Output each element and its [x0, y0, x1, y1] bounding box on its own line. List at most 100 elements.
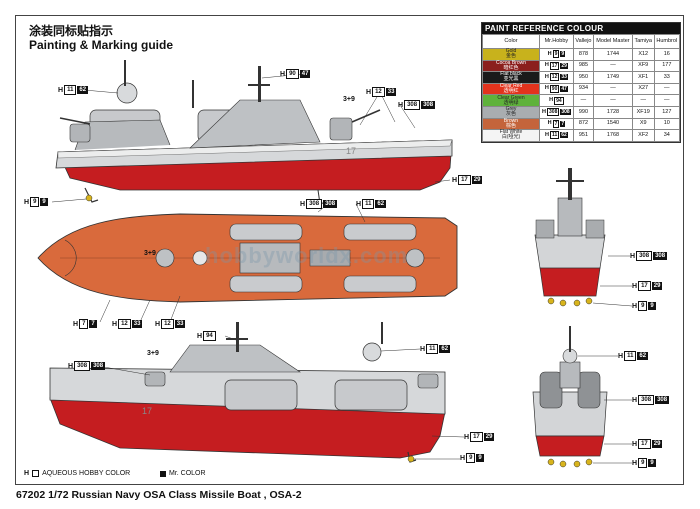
model-master-code: 1728: [593, 105, 633, 119]
paint-swatch: Brown 棕色: [482, 117, 540, 131]
vallejo-code: 985: [572, 59, 595, 73]
tamiya-code: X12: [631, 48, 655, 61]
model-master-code: —: [593, 59, 633, 73]
svg-text:17: 17: [346, 146, 356, 156]
col-header: Model Master: [593, 34, 633, 49]
front-view: [534, 168, 606, 307]
vallejo-code: 990: [572, 105, 595, 119]
col-header: Tamiya: [631, 34, 655, 49]
legend-mr-color: Mr. COLOR: [160, 470, 206, 477]
vallejo-code: 934: [572, 82, 595, 96]
humbrol-code: 34: [653, 129, 681, 142]
page-title: Painting & Marking guide: [29, 38, 174, 52]
tamiya-code: —: [631, 94, 655, 107]
tamiya-code: X9: [631, 117, 655, 131]
svg-text:17: 17: [142, 406, 152, 416]
side-view-top: 17: [55, 60, 453, 205]
humbrol-code: 33: [653, 71, 681, 84]
legend-hobby-label: AQUEOUS HOBBY COLOR: [42, 470, 131, 477]
watermark: hobbyworldx.com: [205, 243, 409, 268]
col-header: Color: [482, 34, 540, 49]
model-master-code: —: [593, 82, 633, 96]
legend-mr-label: Mr. COLOR: [169, 470, 206, 477]
col-header: Humbrol: [653, 34, 681, 49]
paint-reference-title: PAINT REFERENCE COLOUR: [482, 23, 680, 34]
humbrol-code: 177: [653, 59, 681, 73]
model-master-code: 1744: [593, 48, 633, 61]
humbrol-code: —: [653, 82, 681, 96]
humbrol-code: 127: [653, 105, 681, 119]
paint-swatch: Flat White 白(哑光): [482, 129, 540, 142]
decal-note: 3+9: [147, 350, 159, 357]
paint-reference-table: PAINT REFERENCE COLOUR Color Mr.Hobby Va…: [481, 22, 681, 143]
model-master-code: —: [593, 94, 633, 107]
model-master-code: 1540: [593, 117, 633, 131]
humbrol-code: —: [653, 94, 681, 107]
tamiya-code: XF1: [631, 71, 655, 84]
vallejo-code: —: [572, 94, 595, 107]
kit-caption: 67202 1/72 Russian Navy OSA Class Missil…: [16, 489, 302, 501]
paint-swatch: Gold 金色: [482, 48, 540, 61]
humbrol-code: 16: [653, 48, 681, 61]
model-master-code: 1749: [593, 71, 633, 84]
col-header: Mr.Hobby: [539, 34, 574, 49]
vallejo-code: 872: [572, 117, 595, 131]
side-view-bottom: 17: [49, 322, 446, 463]
filled-box-icon: [160, 470, 166, 477]
vallejo-code: 951: [572, 129, 595, 142]
paint-swatch: Flat black 亚光黑: [482, 71, 540, 84]
model-master-code: 1768: [593, 129, 633, 142]
tamiya-code: X27: [631, 82, 655, 96]
col-header: Vallejo: [572, 34, 595, 49]
paint-swatch: Grey 灰色: [482, 105, 540, 119]
legend-hobby-color: H AQUEOUS HOBBY COLOR: [24, 470, 131, 477]
paint-swatch: Clear Red 透明红: [482, 82, 540, 96]
decal-note: 3+9: [343, 96, 355, 103]
rear-view: [532, 326, 608, 468]
tamiya-code: XF19: [631, 105, 655, 119]
outlined-box-icon: [32, 470, 40, 477]
plan-view: [37, 213, 458, 303]
tamiya-code: XF9: [631, 59, 655, 73]
humbrol-code: 10: [653, 117, 681, 131]
paint-swatch: Cocoa Brown 暗红色: [482, 59, 540, 73]
vallejo-code: 950: [572, 71, 595, 84]
page-title-chinese: 涂装同标贴指示: [29, 24, 114, 38]
